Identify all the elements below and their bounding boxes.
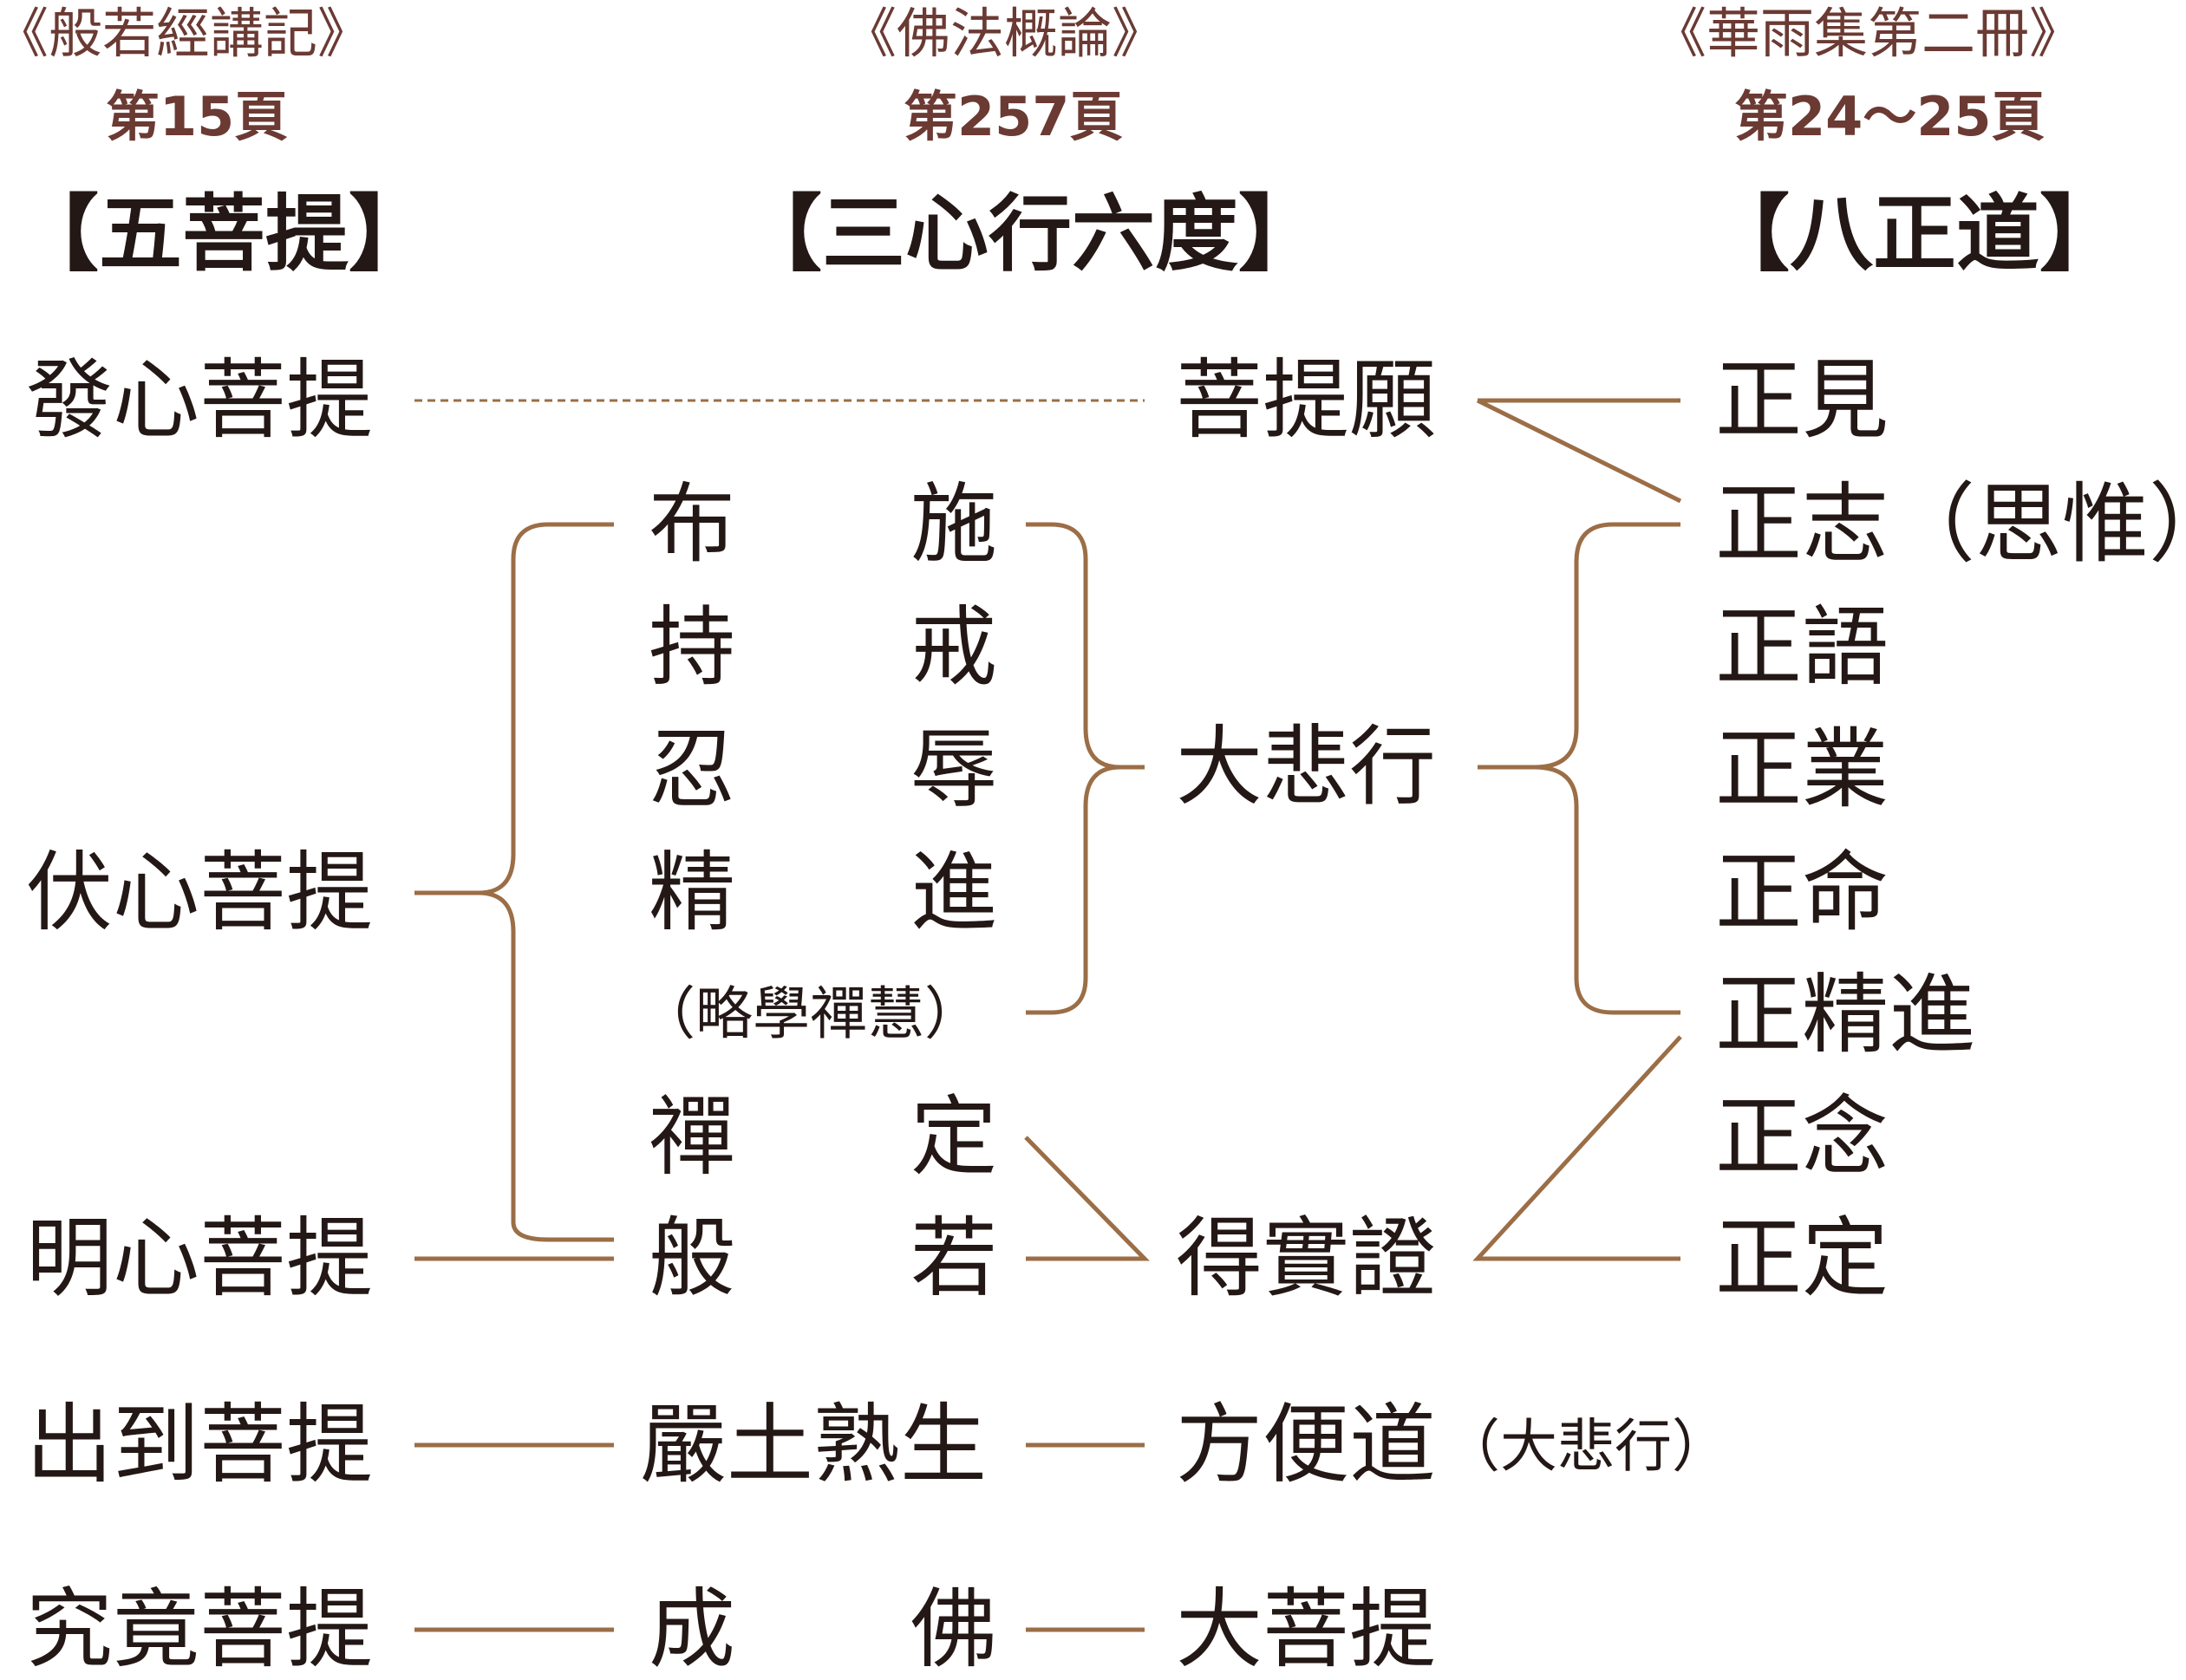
header-three-minds-six-perfections: 【三心行六度】 — [739, 186, 1321, 283]
become-char-fo: 佛 — [910, 1579, 997, 1680]
perfection-diligence-b: 進 — [910, 842, 997, 943]
perfection-meditation-a: 禪 — [649, 1086, 735, 1188]
perfection-diligence-a: 精 — [649, 842, 735, 943]
source-title-huayu: 《華雨集第二冊》 — [1653, 2, 2084, 65]
source-title-prajna: 《般若經講記》 — [0, 2, 372, 65]
perfection-giving-b: 施 — [910, 473, 997, 575]
perfection-precepts-a: 持 — [649, 596, 735, 698]
perfection-wisdom-b: 若 — [910, 1208, 997, 1309]
source-page-prajna: 第15頁 — [106, 85, 289, 148]
perfection-precepts-b: 戒 — [910, 596, 997, 698]
bodhi-wish: 菩提願 — [1176, 349, 1436, 451]
perfection-wisdom-a: 般 — [649, 1208, 735, 1309]
five-bodhi-ultimate: 究竟菩提 — [26, 1579, 373, 1680]
perfection-meditation-b: 定 — [910, 1086, 997, 1188]
source-page-buddhadharma: 第257頁 — [904, 85, 1124, 148]
skillful-means-path: 方便道 — [1176, 1394, 1436, 1495]
right-brace-compassion — [1026, 522, 1145, 1015]
line-realization-to-right — [1472, 1035, 1682, 1261]
adorn-land-ripen-beings: 嚴土熟生 — [640, 1394, 987, 1495]
eightfold-right-action: 正業 — [1715, 719, 1889, 820]
header-eightfold-path: 【八正道】 — [1706, 186, 2123, 283]
five-bodhi-aspiration: 發心菩提 — [26, 349, 373, 451]
five-bodhi-subduing: 伏心菩提 — [26, 842, 373, 943]
left-brace-six-perfections — [414, 522, 614, 1242]
five-bodhi-outreach: 出到菩提 — [26, 1394, 373, 1495]
five-bodhi-illumination: 明心菩提 — [26, 1208, 373, 1309]
eightfold-right-mindfulness: 正念 — [1715, 1086, 1889, 1188]
perfection-patience-a: 忍 — [649, 719, 735, 820]
eightfold-right-livelihood: 正命 — [1715, 842, 1889, 943]
source-title-buddhadharma: 《佛法概論》 — [843, 2, 1166, 65]
perfection-giving-a: 布 — [649, 473, 735, 575]
header-five-bodhi: 【五菩提】 — [16, 186, 432, 283]
eightfold-right-intention: 正志（思惟） — [1715, 473, 2186, 575]
skillful-means-note: （大悲行） — [1443, 1413, 1729, 1480]
perfections-note: （略學禪慧） — [638, 980, 982, 1047]
line-wish-to-right-intention — [1476, 398, 1682, 504]
great-compassion-practice: 大悲行 — [1176, 716, 1436, 817]
eightfold-right-effort: 正精進 — [1715, 964, 1975, 1065]
perfection-patience-b: 辱 — [910, 719, 997, 820]
great-bodhi: 大菩提 — [1176, 1579, 1436, 1680]
line-meditation-to-realization — [1024, 1136, 1150, 1261]
eightfold-right-speech: 正語 — [1715, 596, 1889, 698]
eightfold-right-view: 正見 — [1715, 349, 1889, 451]
source-page-huayu: 第24～25頁 — [1734, 85, 2046, 148]
line-compassion-brace — [1478, 522, 1680, 1015]
become-char-cheng: 成 — [649, 1579, 735, 1680]
eightfold-right-concentration: 正定 — [1715, 1208, 1889, 1309]
true-realization: 得實證 — [1176, 1208, 1436, 1309]
